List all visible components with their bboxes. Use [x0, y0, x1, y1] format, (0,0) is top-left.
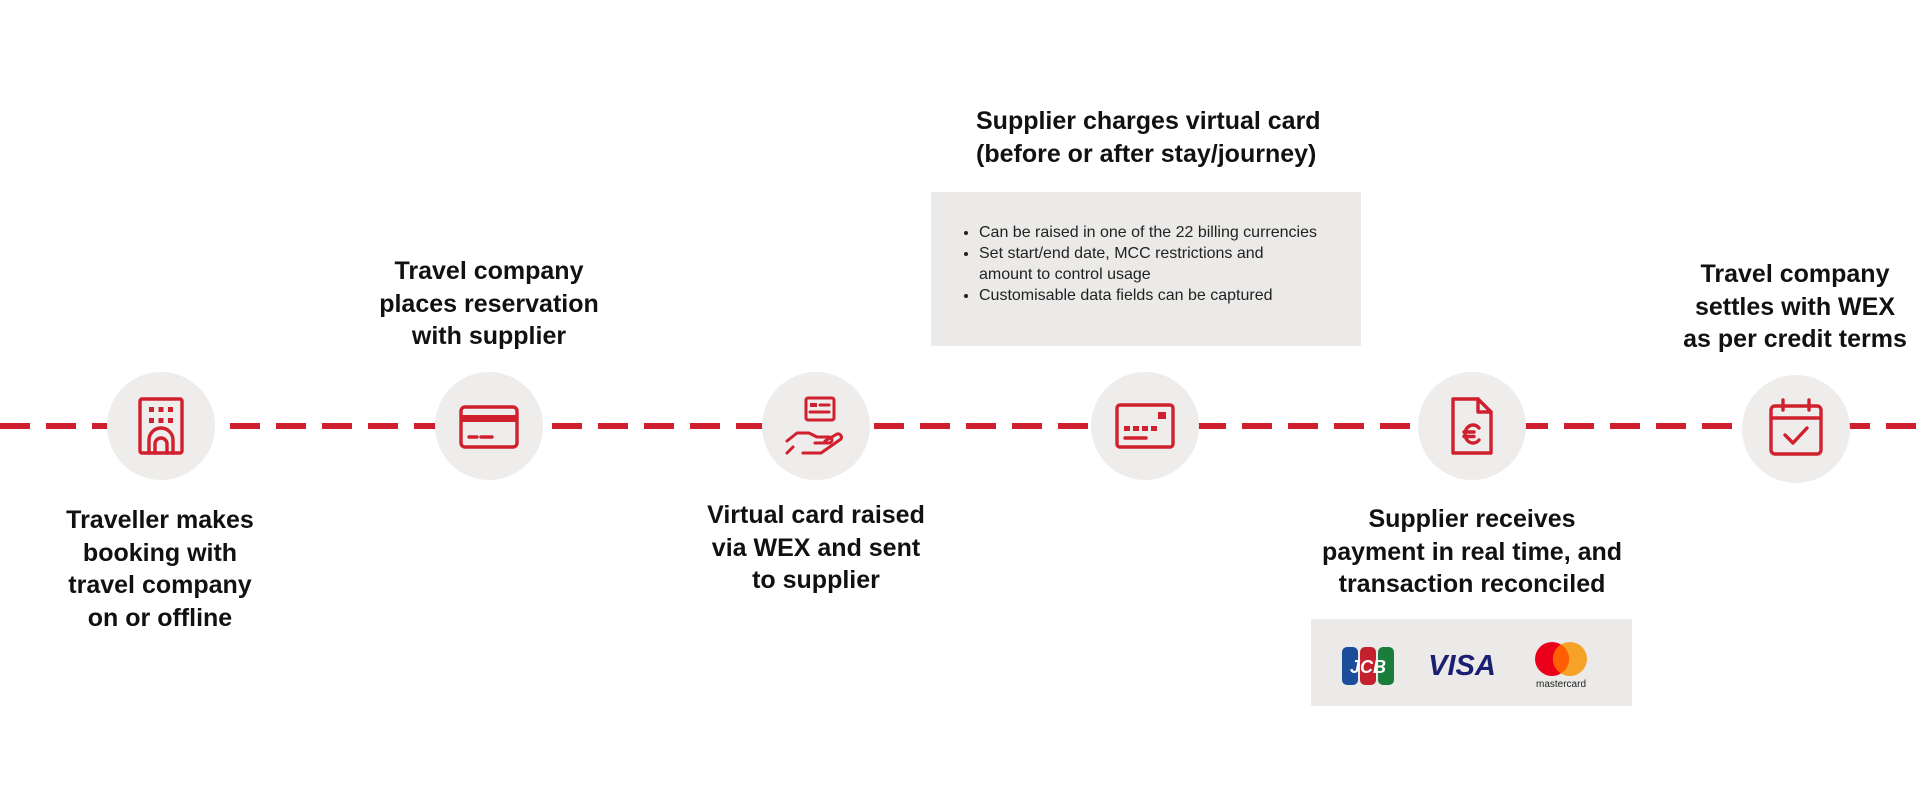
svg-text:mastercard: mastercard: [1536, 679, 1586, 689]
step-4-label: Supplier charges virtual card (before or…: [976, 107, 1321, 168]
euro-invoice-icon: [1451, 397, 1493, 455]
step-2-node: [435, 372, 543, 480]
svg-text:JCB: JCB: [1350, 657, 1386, 677]
step-1-label: Traveller makes booking with travel comp…: [66, 506, 254, 632]
calendar-check-icon: [1769, 398, 1823, 456]
feature-item: Can be raised in one of the 22 billing c…: [979, 222, 1341, 243]
step-2-label: Travel company places reservation with s…: [379, 257, 599, 350]
hotel-building-icon: [138, 397, 184, 455]
step-3-label: Virtual card raised via WEX and sent to …: [707, 501, 925, 594]
step-4-node: [1091, 372, 1199, 480]
card-features-list: Can be raised in one of the 22 billing c…: [961, 222, 1341, 306]
credit-card-icon: [459, 405, 519, 449]
step-5-label: Supplier receives payment in real time, …: [1321, 505, 1623, 598]
hand-card-icon: [785, 396, 843, 455]
feature-item: Set start/end date, MCC restrictions and…: [979, 243, 1341, 285]
card-features-box: Can be raised in one of the 22 billing c…: [931, 192, 1361, 346]
step-3-node: [762, 372, 870, 480]
mastercard-logo: mastercard: [1529, 639, 1593, 689]
card-reader-icon: [1115, 403, 1175, 449]
payment-logos-box: JCB VISA mastercard: [1311, 619, 1632, 706]
jcb-logo: JCB: [1342, 647, 1394, 685]
step-5-node: [1418, 372, 1526, 480]
feature-item: Customisable data fields can be captured: [979, 285, 1341, 306]
dashed-timeline: [0, 423, 1920, 429]
visa-logo: VISA: [1427, 647, 1497, 681]
svg-text:VISA: VISA: [1428, 650, 1496, 681]
step-6-node: [1742, 375, 1850, 483]
step-1-node: [107, 372, 215, 480]
step-6-label: Travel company settles with WEX as per c…: [1683, 260, 1907, 353]
